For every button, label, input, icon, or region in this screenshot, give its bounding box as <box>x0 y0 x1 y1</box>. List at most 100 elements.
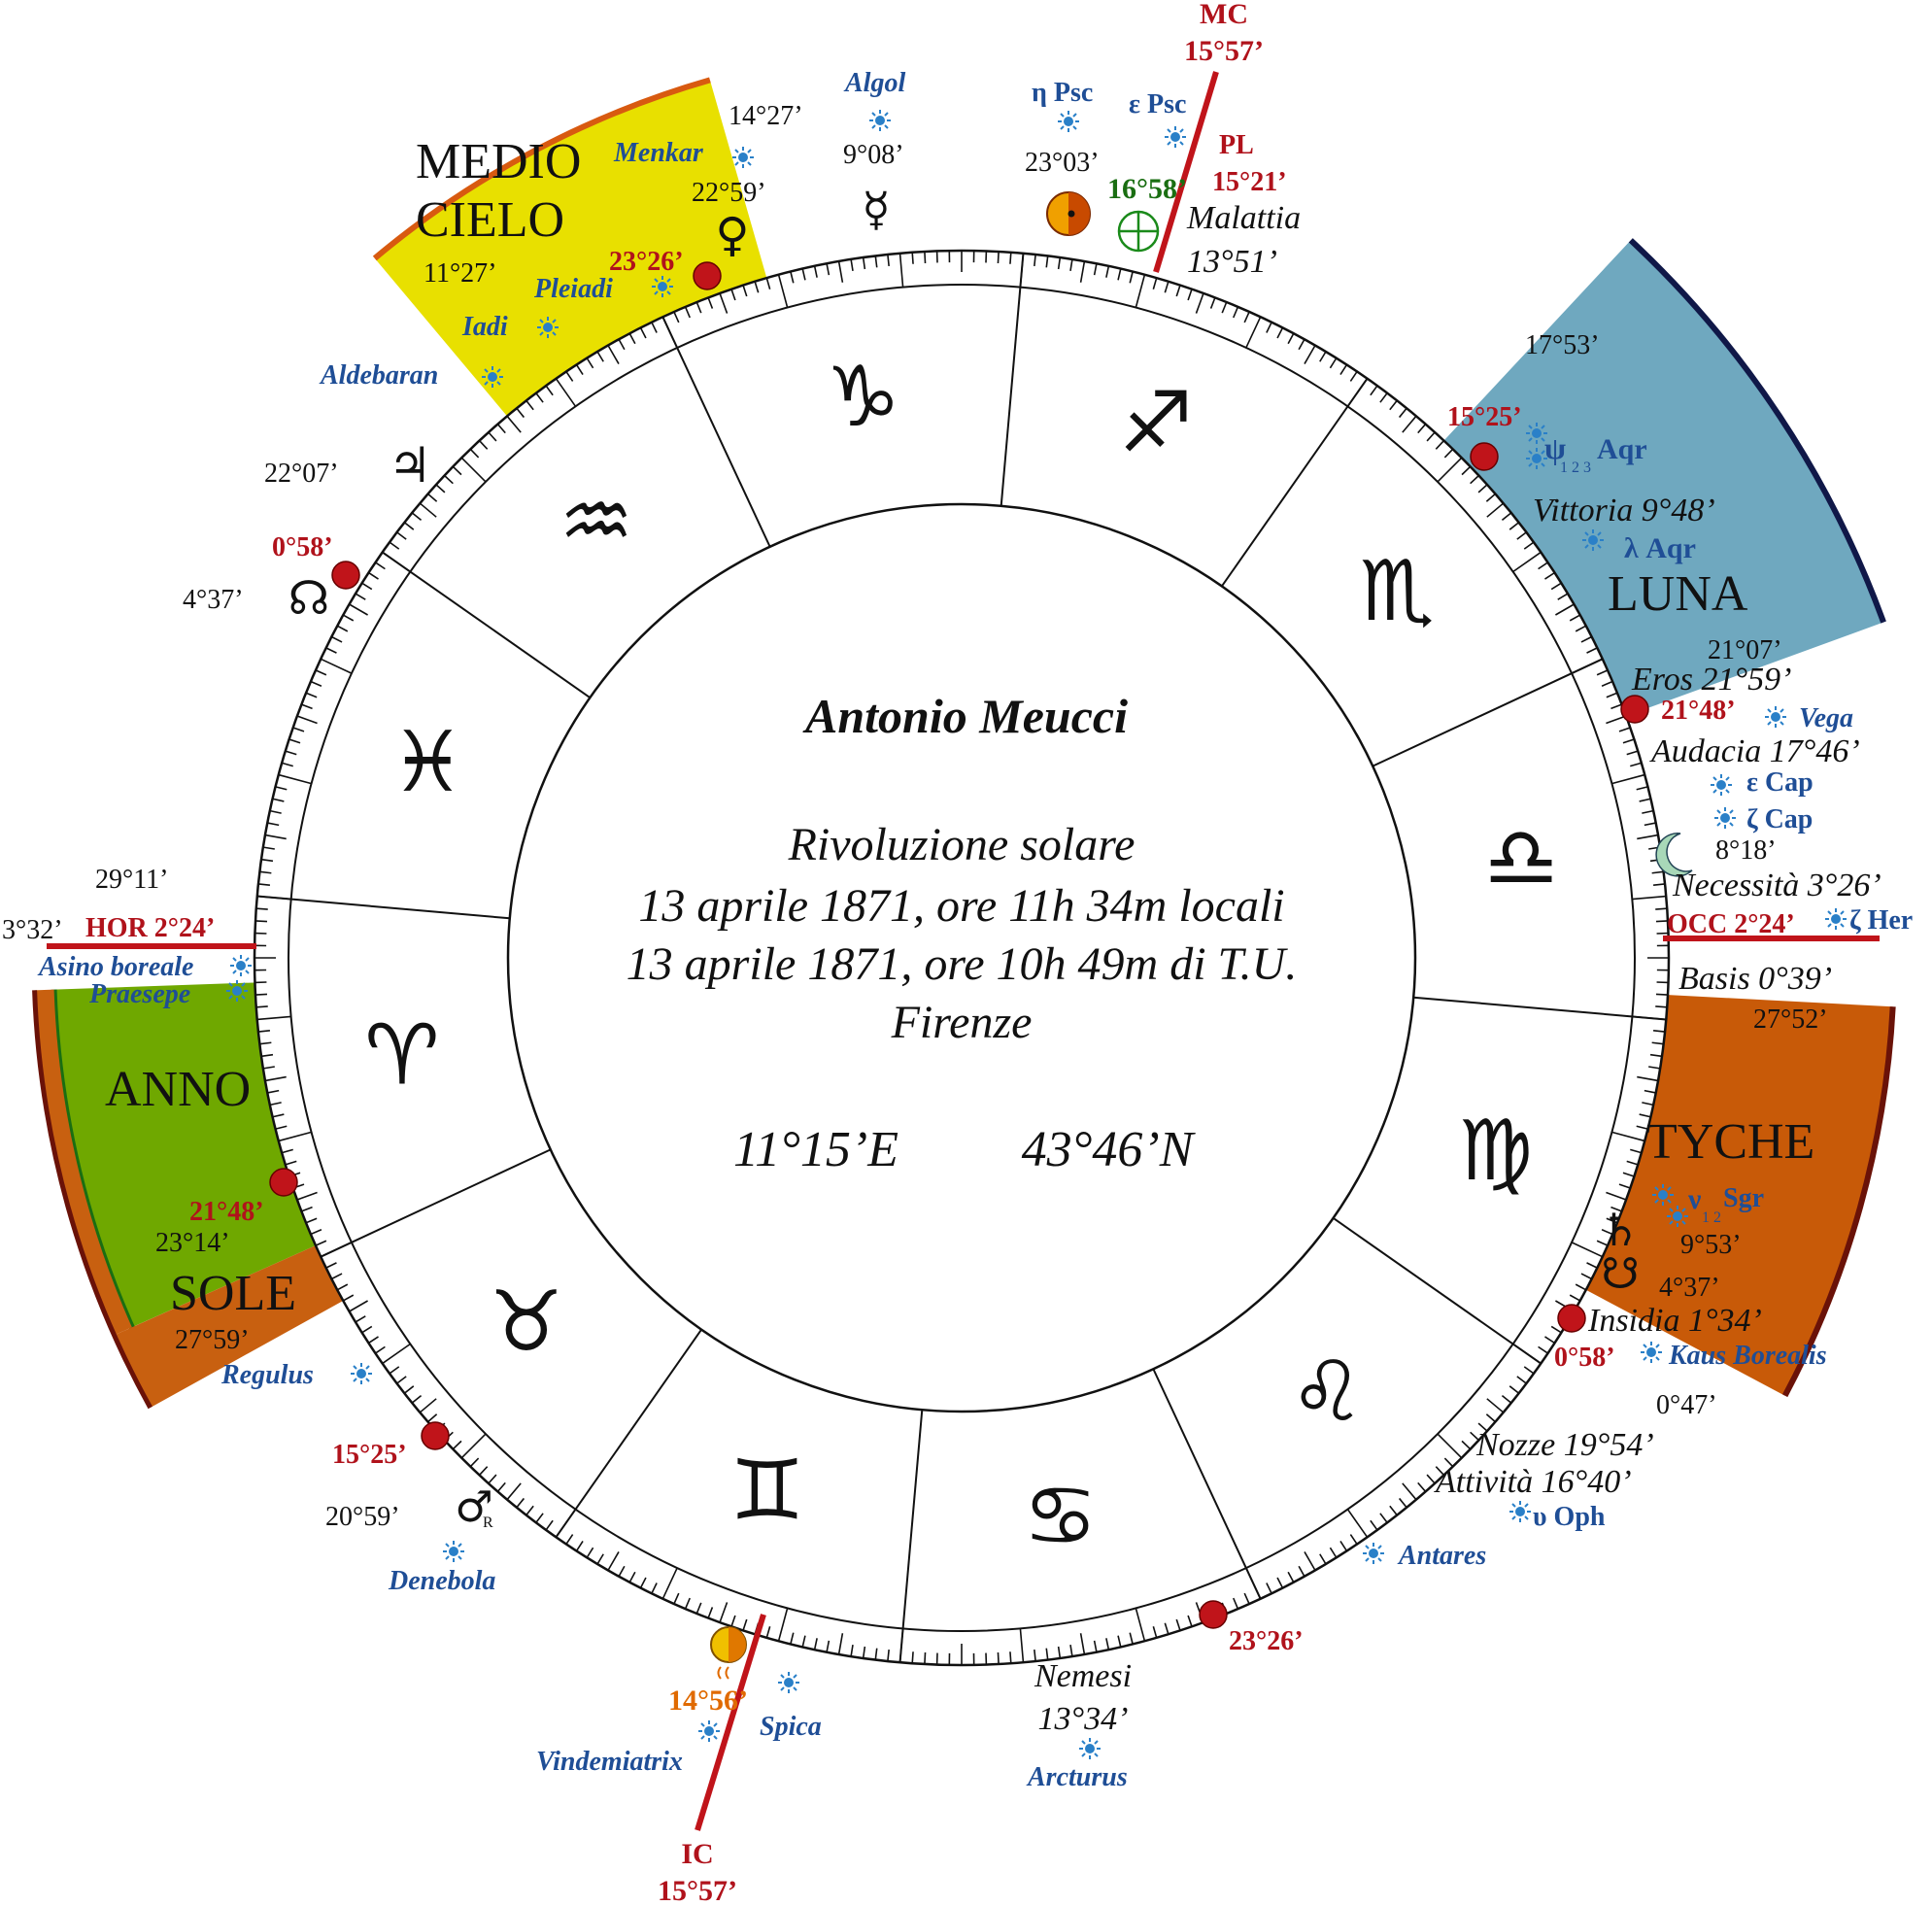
tick <box>1093 263 1098 276</box>
venus-degree: 22°59’ <box>692 178 766 208</box>
tick <box>575 364 584 375</box>
tick <box>525 399 534 411</box>
tick <box>1637 834 1659 840</box>
tick <box>565 371 574 382</box>
star-icon <box>1651 1183 1675 1207</box>
tick <box>1555 603 1575 616</box>
tick <box>1538 1345 1548 1354</box>
tick <box>1622 738 1635 744</box>
sign-divider <box>320 1148 552 1258</box>
venus-glyph: ♀ <box>715 208 749 262</box>
medio-deg-start: 11°27’ <box>424 258 496 289</box>
tick <box>618 1565 626 1578</box>
star-nu-sgr: ν <box>1687 1183 1702 1215</box>
tick <box>661 1567 678 1600</box>
tick <box>1389 399 1398 411</box>
tick <box>427 493 438 502</box>
tick <box>1019 1628 1025 1663</box>
tick <box>862 1646 866 1659</box>
tick <box>1485 493 1496 502</box>
tick <box>1426 1474 1436 1484</box>
tick <box>777 274 789 308</box>
tick <box>403 1385 415 1394</box>
tick <box>1477 484 1488 494</box>
tick <box>1304 345 1316 364</box>
tick <box>411 512 423 522</box>
tick <box>272 798 285 802</box>
red-point-5: 0°58’ <box>1554 1343 1615 1373</box>
tick <box>1618 727 1631 732</box>
tick <box>1477 1422 1488 1432</box>
lot-nemesi-deg: 13°34’ <box>1038 1701 1129 1737</box>
sun-glyph <box>1046 191 1091 236</box>
tick <box>607 1551 620 1571</box>
tick <box>862 256 866 270</box>
chart-line2: 13 aprile 1871, ore 11h 34m locali <box>638 880 1284 932</box>
tick <box>850 258 854 271</box>
tick <box>469 448 480 459</box>
tick <box>837 1633 844 1655</box>
red-point-8: 21°48’ <box>189 1197 264 1227</box>
sign-divider <box>382 551 592 698</box>
tick <box>651 1583 658 1594</box>
tick <box>1117 268 1122 281</box>
tick <box>1596 669 1609 676</box>
tick <box>269 1102 282 1106</box>
tick <box>403 522 415 530</box>
tick <box>506 415 522 433</box>
chart-latitude: 43°46’N <box>1022 1122 1197 1177</box>
tick <box>281 762 293 767</box>
tick <box>1349 371 1358 382</box>
tick <box>1516 1376 1527 1384</box>
earth-glyph <box>1117 210 1160 253</box>
ic-axis <box>695 1614 766 1831</box>
tick <box>1461 465 1472 476</box>
sign-divider <box>1000 253 1025 506</box>
tick <box>1652 1030 1666 1033</box>
tick <box>1649 1053 1663 1058</box>
tick <box>336 625 349 632</box>
star-eps-cap: ε Cap <box>1746 767 1813 798</box>
tick <box>1655 993 1669 996</box>
tick <box>924 251 927 264</box>
tick <box>1648 1066 1661 1070</box>
red-point <box>1620 695 1649 724</box>
tick <box>336 1283 349 1291</box>
tick <box>1402 415 1417 433</box>
tick <box>1402 1482 1417 1501</box>
tick <box>1009 252 1012 264</box>
tick <box>707 297 714 309</box>
tick <box>1034 1649 1036 1662</box>
hor-label: HOR 2°24’ <box>85 913 215 943</box>
lot-eros: Eros 21°59’ <box>1631 662 1791 698</box>
tick <box>1379 1513 1388 1523</box>
chart-name: Antonio Meucci <box>802 689 1128 743</box>
tick <box>1557 593 1569 600</box>
tick <box>911 1651 914 1664</box>
medio-label-2: CIELO <box>416 192 564 248</box>
tick <box>478 440 489 450</box>
tick <box>997 251 1000 264</box>
tick <box>389 541 400 550</box>
tick <box>1569 614 1581 622</box>
star-praesepe: Praesepe <box>88 979 190 1009</box>
tick <box>1034 254 1036 267</box>
tick <box>296 715 318 725</box>
tick <box>1636 786 1648 791</box>
star-icon <box>1057 110 1080 133</box>
tick <box>1443 448 1454 459</box>
hor-left-degree: 3°32’ <box>2 915 63 945</box>
tick <box>777 1608 789 1642</box>
tick <box>651 322 658 333</box>
star-icon <box>1764 705 1787 729</box>
tick <box>707 1607 714 1618</box>
sign-glyph: ♏ <box>1360 543 1435 640</box>
tick <box>389 1366 400 1375</box>
tick <box>1266 322 1272 333</box>
tick <box>427 1413 438 1423</box>
sun-degree: 23°03’ <box>1025 148 1100 178</box>
star-icon <box>731 146 755 169</box>
tick <box>1057 256 1062 270</box>
tick <box>469 1457 480 1468</box>
tick <box>1417 1481 1427 1492</box>
